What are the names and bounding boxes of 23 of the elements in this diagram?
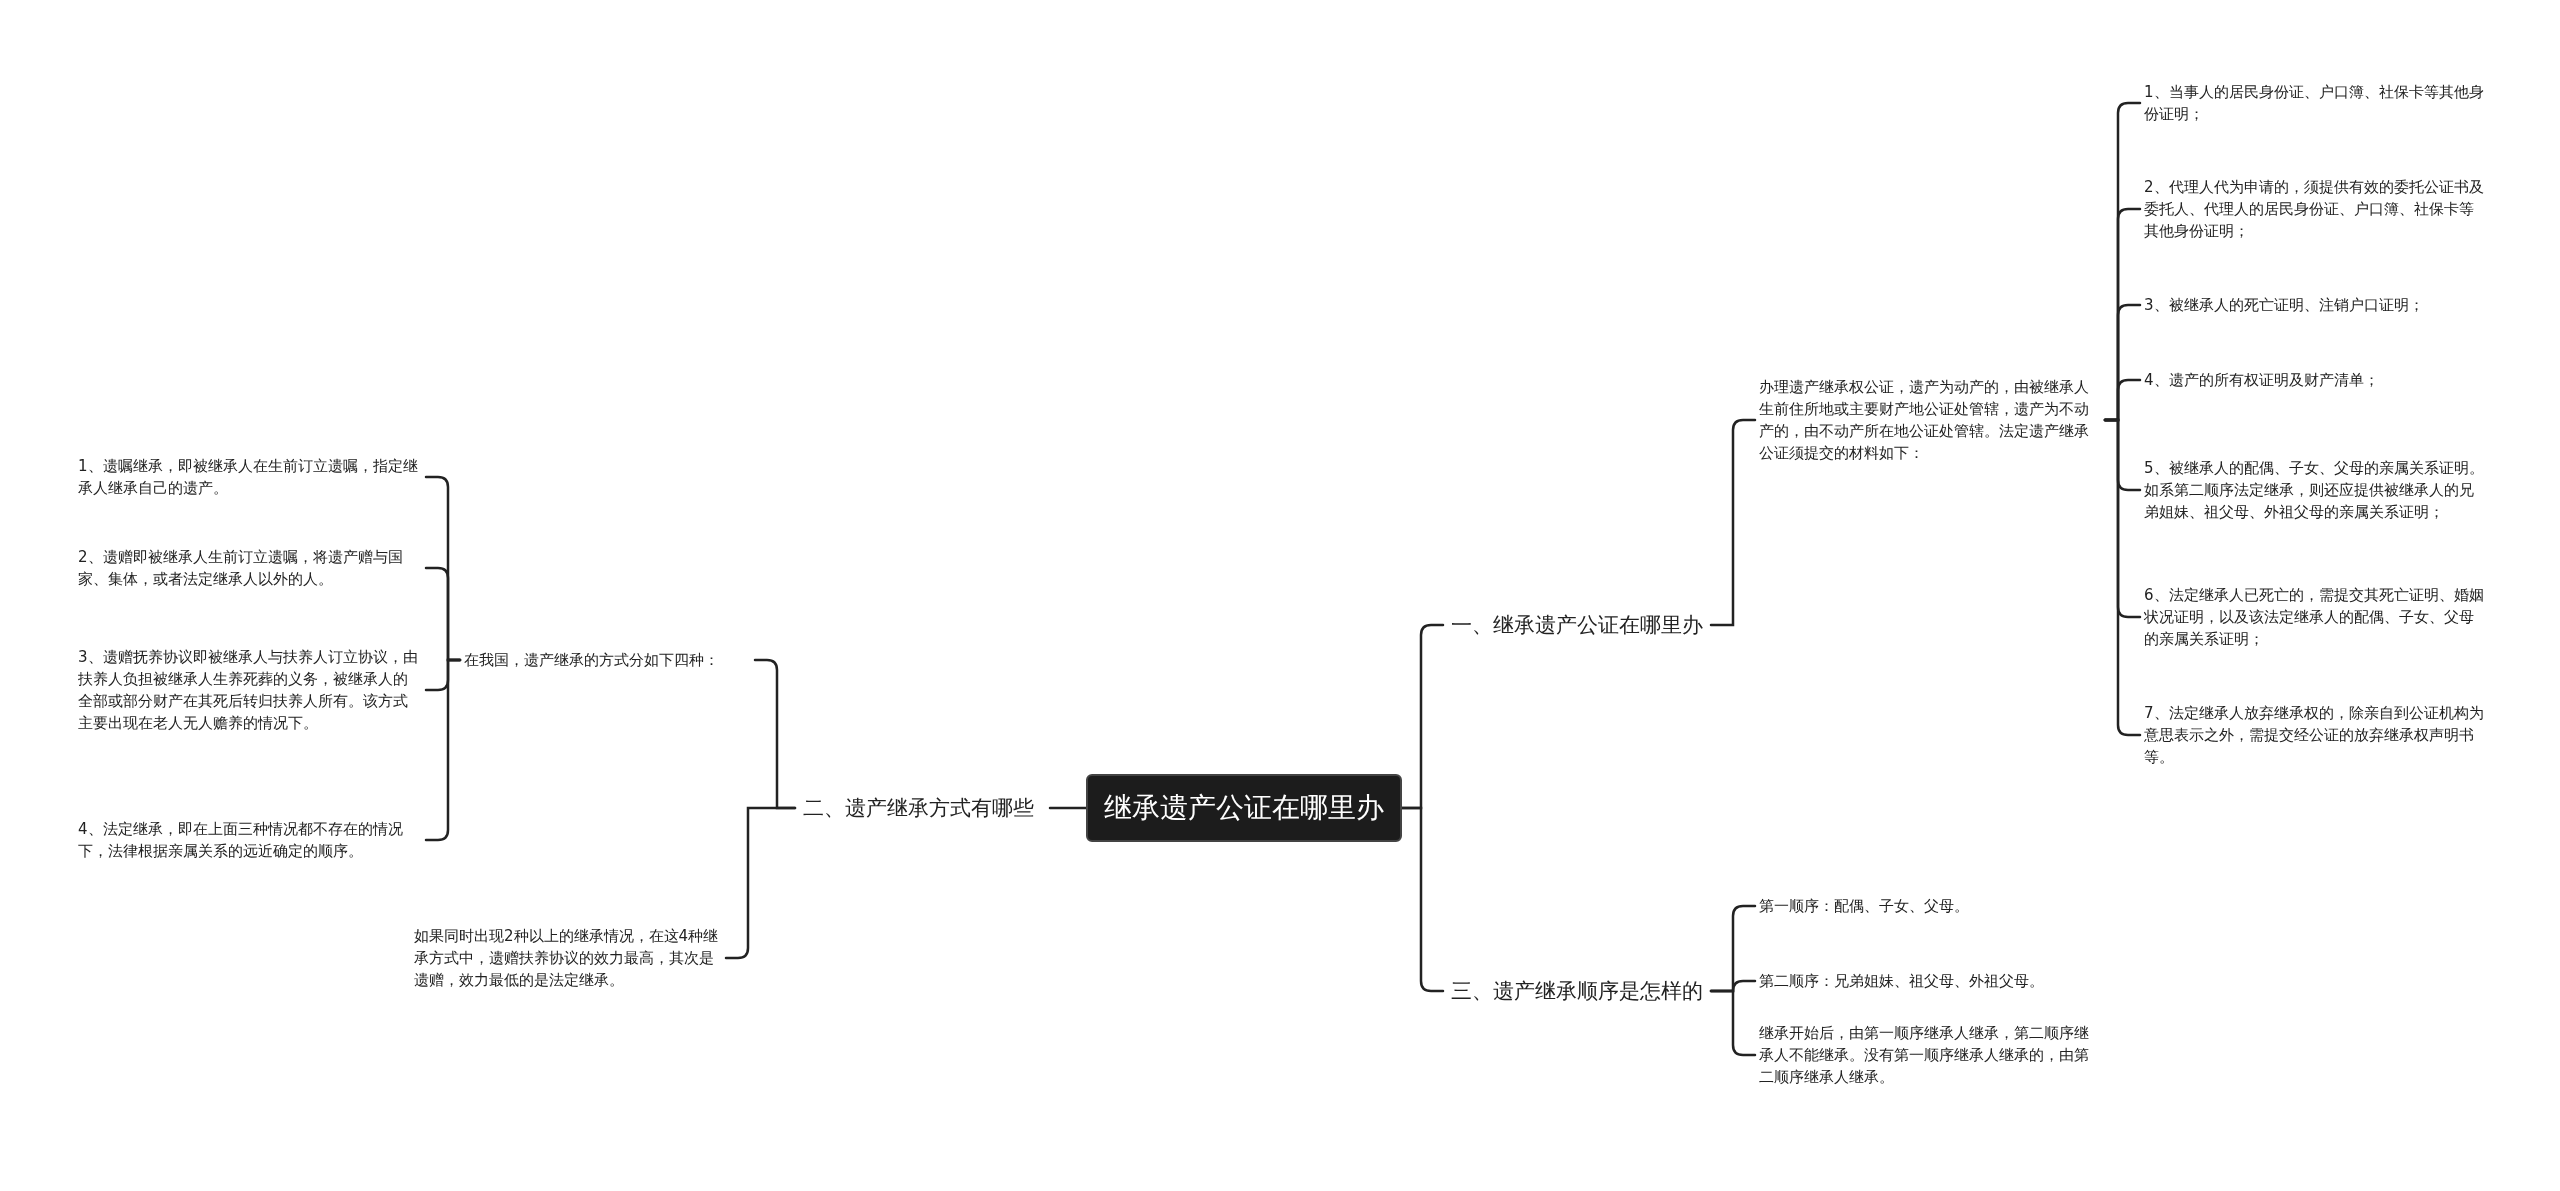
topic-text: 1、遗嘱继承，即被继承人在生前订立遗嘱，指定继承人继承自己的遗产。 xyxy=(74,455,426,499)
central-topic: 继承遗产公证在哪里办 xyxy=(1086,774,1402,842)
topic-text: 4、遗产的所有权证明及财产清单； xyxy=(2140,369,2490,391)
topic-text: 7、法定继承人放弃继承权的，除亲自到公证机构为意思表示之外，需提交经公证的放弃继承权声明书等。 xyxy=(2140,702,2490,768)
topic-text: 5、被继承人的配偶、子女、父母的亲属关系证明。如系第二顺序法定继承，则还应提供被继承人的兄弟姐妹、祖父母、外祖父母的亲属关系证明； xyxy=(2140,457,2490,523)
topic-text: 第二顺序：兄弟姐妹、祖父母、外祖父母。 xyxy=(1755,970,2105,992)
topic-text: 继承开始后，由第一顺序继承人继承，第二顺序继承人不能继承。没有第一顺序继承人继承的，由第二顺序继承人继承。 xyxy=(1755,1022,2105,1088)
topic-text: 第一顺序：配偶、子女、父母。 xyxy=(1755,895,2105,917)
topic-text: 4、法定继承，即在上面三种情况都不存在的情况下，法律根据亲属关系的远近确定的顺序。 xyxy=(74,818,426,862)
topic-text: 3、被继承人的死亡证明、注销户口证明； xyxy=(2140,294,2490,316)
connector-line xyxy=(1048,806,1088,810)
branch-topic: 一、继承遗产公证在哪里办 xyxy=(1443,607,1711,643)
topic-text: 如果同时出现2种以上的继承情况，在这4种继承方式中，遗赠扶养协议的效力最高，其次是遗赠，效力最低的是法定继承。 xyxy=(410,925,726,991)
topic-text: 在我国，遗产继承的方式分如下四种： xyxy=(460,649,755,671)
topic-text: 6、法定继承人已死亡的，需提交其死亡证明、婚姻状况证明，以及该法定继承人的配偶、子女、父母的亲属关系证明； xyxy=(2140,584,2490,650)
branch-topic: 三、遗产继承顺序是怎样的 xyxy=(1443,973,1711,1009)
connector-line xyxy=(1400,806,1445,993)
topic-text: 2、代理人代为申请的，须提供有效的委托公证书及委托人、代理人的居民身份证、户口簿、社保卡等其他身份证明； xyxy=(2140,176,2490,242)
branch-topic: 二、遗产继承方式有哪些 xyxy=(795,790,1050,826)
topic-text: 2、遗赠即被继承人生前订立遗嘱，将遗产赠与国家、集体，或者法定继承人以外的人。 xyxy=(74,546,426,590)
topic-text: 1、当事人的居民身份证、户口簿、社保卡等其他身份证明； xyxy=(2140,81,2490,125)
topic-text: 办理遗产继承权公证，遗产为动产的，由被继承人生前住所地或主要财产地公证处管辖，遗产为不动产的，由不动产所在地公证处管辖。法定遗产继承公证须提交的材料如下： xyxy=(1755,376,2105,464)
topic-text: 3、遗赠抚养协议即被继承人与扶养人订立协议，由扶养人负担被继承人生养死葬的义务，被继承人的全部或部分财产在其死后转归扶养人所有。该方式主要出现在老人无人赡养的情况下。 xyxy=(74,646,426,734)
